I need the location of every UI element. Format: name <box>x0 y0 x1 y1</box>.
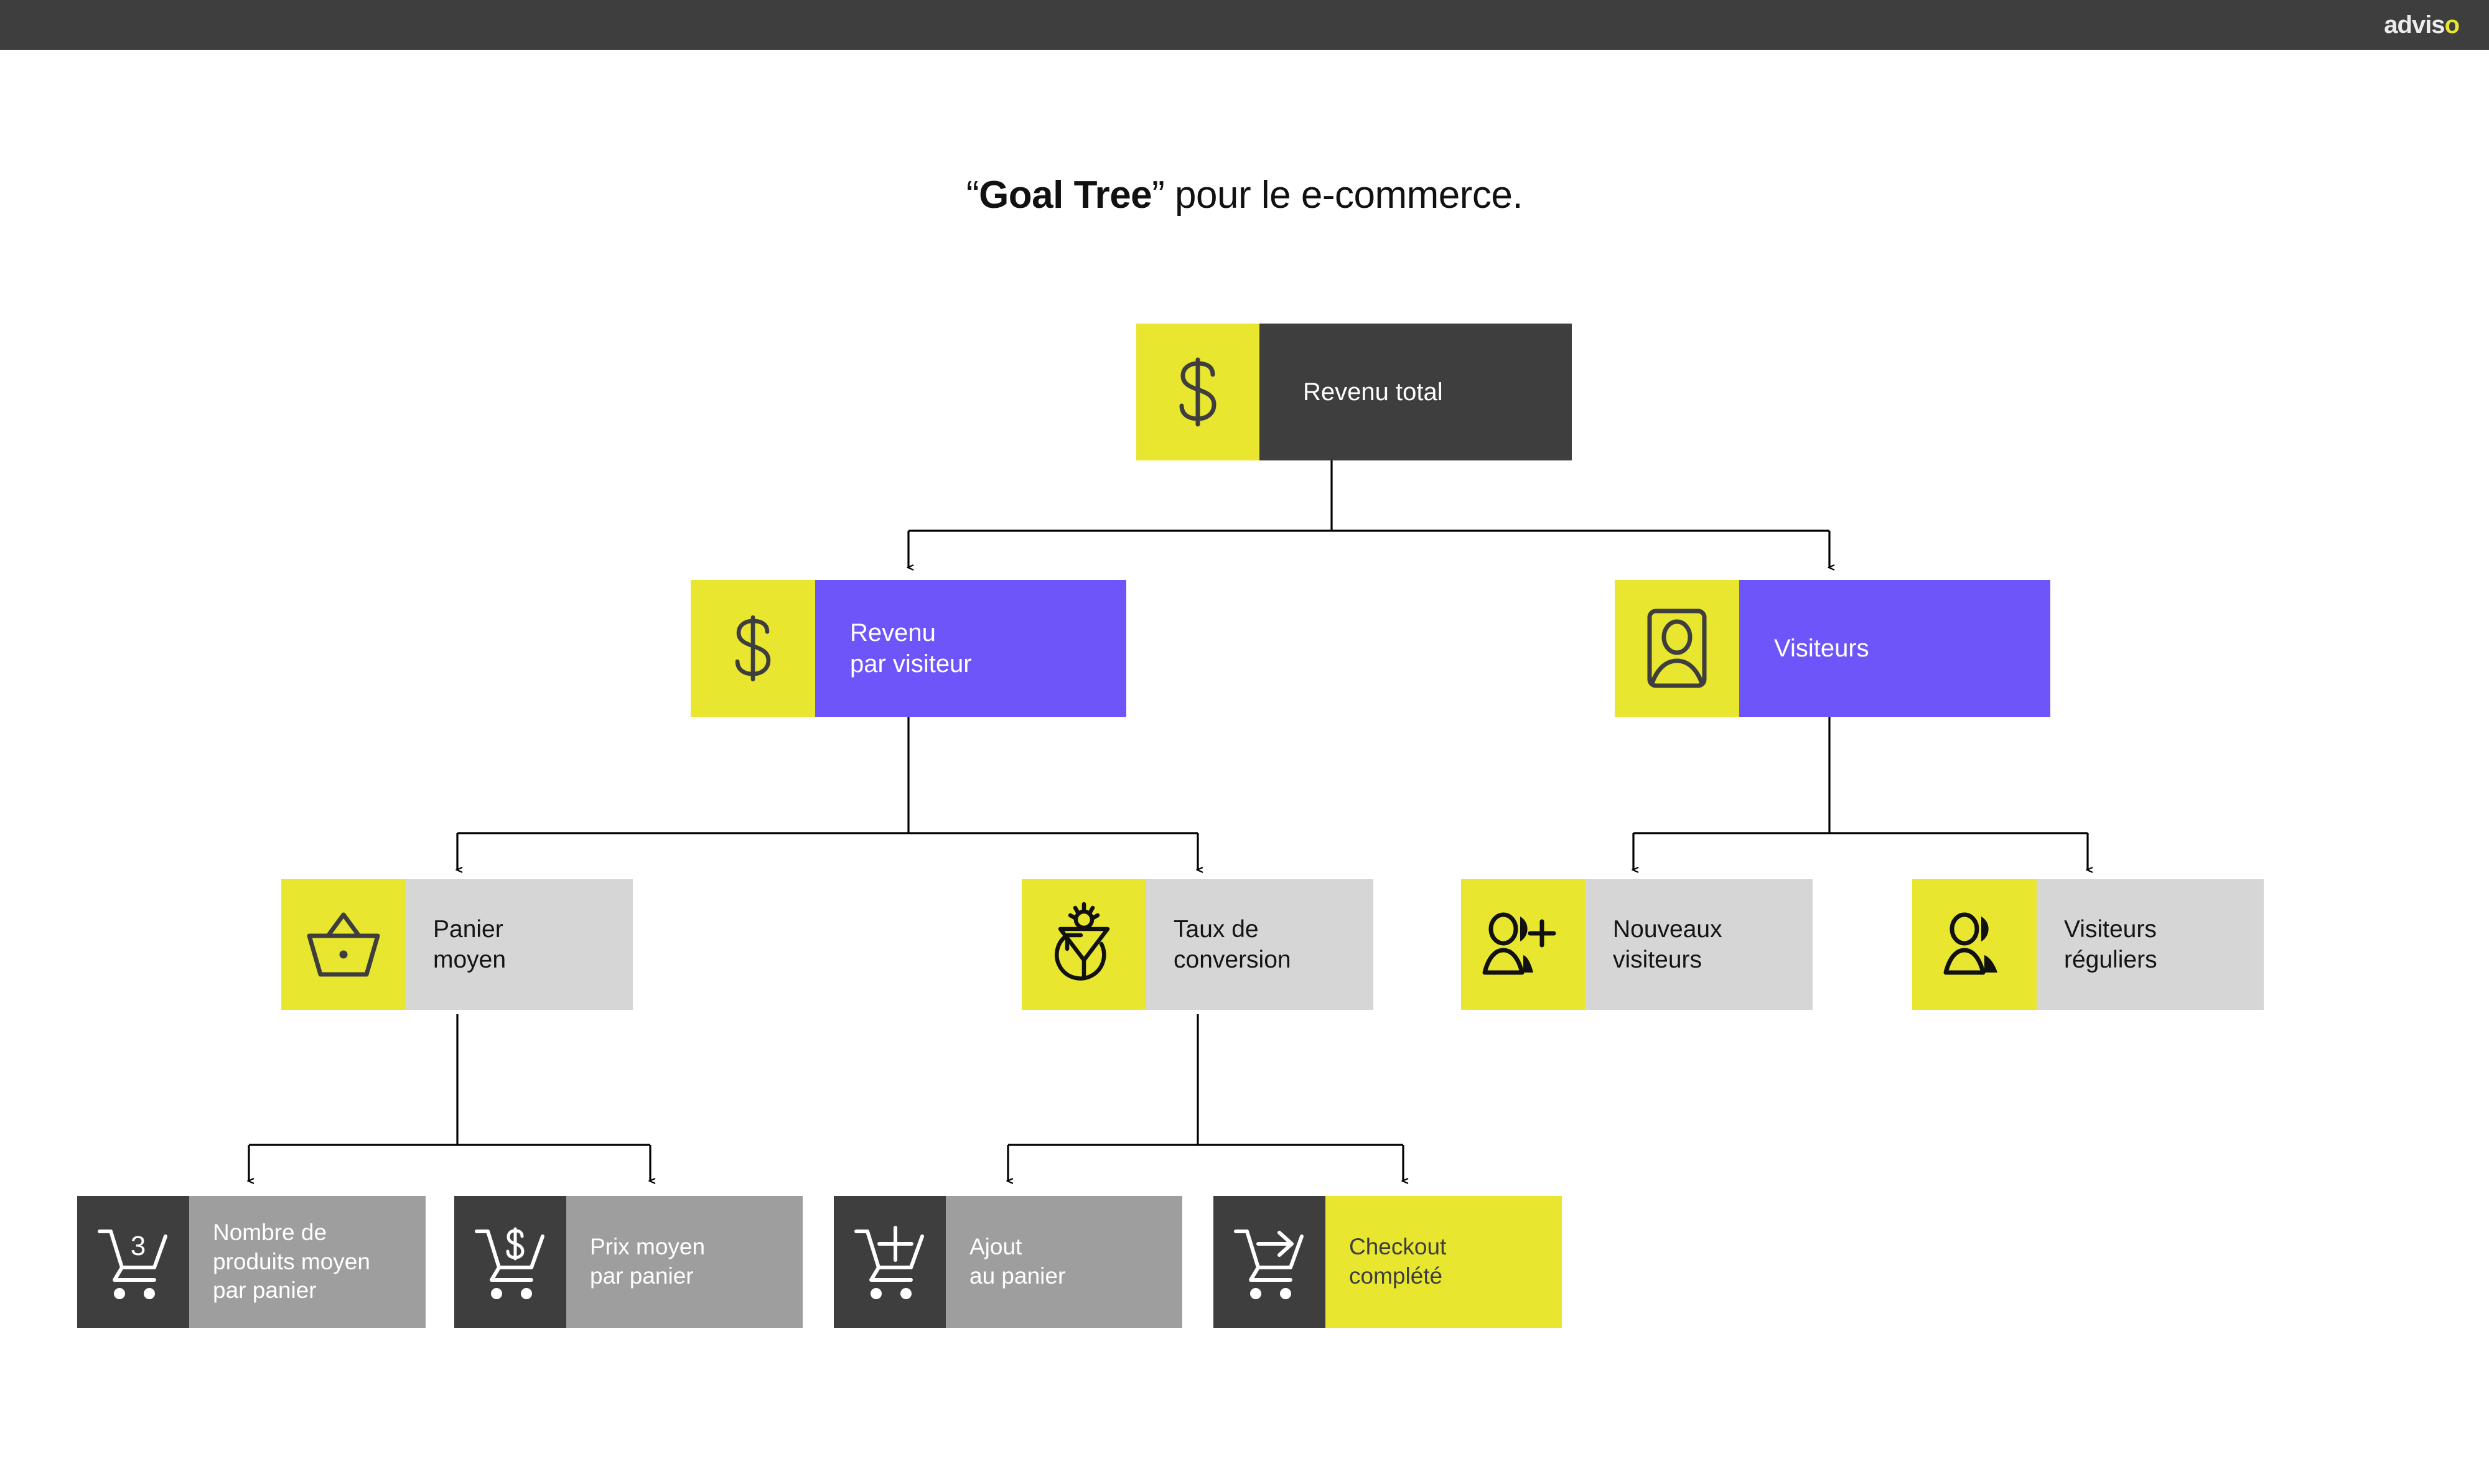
node-label-prix-moyen-par-panier: Prix moyen par panier <box>566 1196 803 1328</box>
node-label-revenu-par-visiteur: Revenu par visiteur <box>815 580 1126 717</box>
adviso-logo: adviso <box>2384 11 2460 39</box>
title-quote-close: ” <box>1152 174 1165 217</box>
node-label-nouveaux-visiteurs: Nouveaux visiteurs <box>1585 879 1813 1010</box>
adviso-logo-accent: o <box>2444 11 2460 39</box>
cart-plus-icon <box>834 1196 946 1328</box>
edge-revenu-par-visiteur-to-level3 <box>457 717 1198 870</box>
title-quote-open: “ <box>966 174 979 217</box>
node-nombre-de-produits[interactable]: 3 Nombre de produits moyen par panier <box>77 1196 426 1328</box>
cart-three-icon: 3 <box>77 1196 189 1328</box>
edge-panier-moyen-to-level4 <box>249 1014 650 1181</box>
cart-badge-number: 3 <box>131 1231 146 1261</box>
node-revenu-par-visiteur[interactable]: Revenu par visiteur <box>691 580 1126 717</box>
top-bar: adviso <box>0 0 2489 50</box>
node-visiteurs[interactable]: Visiteurs <box>1615 580 2050 717</box>
people-icon <box>1912 879 2037 1010</box>
cart-dollar-icon <box>454 1196 566 1328</box>
node-label-visiteurs-reguliers: Visiteurs réguliers <box>2037 879 2264 1010</box>
funnel-refresh-icon <box>1022 879 1146 1010</box>
node-revenu-total[interactable]: Revenu total <box>1136 324 1572 460</box>
node-label-revenu-total: Revenu total <box>1259 324 1572 460</box>
edge-taux-de-conversion-to-level4 <box>1008 1014 1403 1181</box>
basket-icon <box>281 879 406 1010</box>
page-title: “Goal Tree” pour le e-commerce. <box>0 173 2489 217</box>
edge-visiteurs-to-level3 <box>1633 717 2088 870</box>
node-label-panier-moyen: Panier moyen <box>406 879 633 1010</box>
node-label-checkout-complete: Checkout complété <box>1325 1196 1562 1328</box>
cart-arrow-icon <box>1213 1196 1325 1328</box>
title-strong: Goal Tree <box>979 174 1152 217</box>
dollar-icon <box>691 580 815 717</box>
node-label-ajout-au-panier: Ajout au panier <box>946 1196 1182 1328</box>
dollar-icon <box>1136 324 1259 460</box>
node-label-taux-de-conversion: Taux de conversion <box>1146 879 1373 1010</box>
person-card-icon <box>1615 580 1739 717</box>
node-prix-moyen-par-panier[interactable]: Prix moyen par panier <box>454 1196 803 1328</box>
edge-revenu-total-to-level2 <box>908 460 1829 567</box>
node-visiteurs-reguliers[interactable]: Visiteurs réguliers <box>1912 879 2264 1010</box>
node-label-visiteurs: Visiteurs <box>1739 580 2050 717</box>
node-nouveaux-visiteurs[interactable]: Nouveaux visiteurs <box>1461 879 1813 1010</box>
person-add-icon <box>1461 879 1585 1010</box>
node-panier-moyen[interactable]: Panier moyen <box>281 879 633 1010</box>
node-label-nombre-de-produits: Nombre de produits moyen par panier <box>189 1196 426 1328</box>
node-taux-de-conversion[interactable]: Taux de conversion <box>1022 879 1373 1010</box>
adviso-logo-text: advis <box>2384 11 2445 39</box>
node-ajout-au-panier[interactable]: Ajout au panier <box>834 1196 1182 1328</box>
title-rest: pour le e-commerce. <box>1164 174 1523 217</box>
node-checkout-complete[interactable]: Checkout complété <box>1213 1196 1562 1328</box>
